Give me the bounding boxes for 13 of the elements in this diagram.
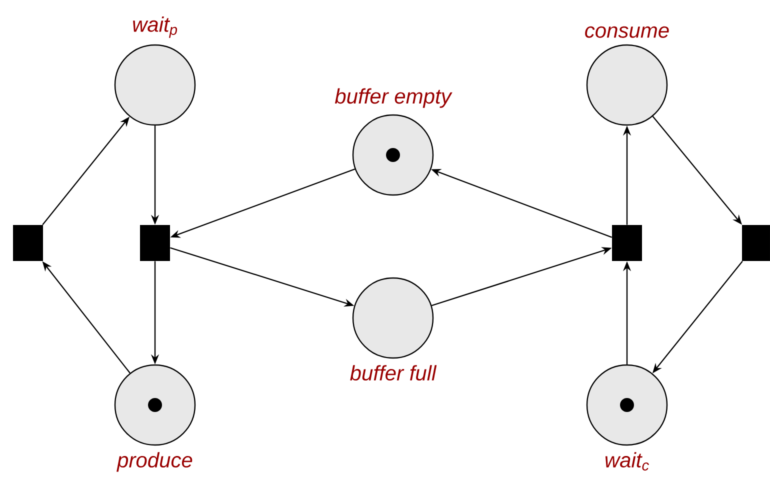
transition-bar <box>13 225 43 261</box>
place-label: produce <box>116 452 192 472</box>
transition-bar <box>612 225 642 261</box>
place-label: buffer empty <box>334 88 452 108</box>
place-label: wait$_{c}$ <box>605 452 649 471</box>
place-label: buffer full <box>350 365 437 381</box>
place-label: wait$_{p}$ <box>133 16 178 38</box>
token-dot <box>148 398 162 412</box>
token-dot <box>386 148 400 162</box>
token-dot <box>620 398 634 412</box>
transition-bar <box>742 225 770 261</box>
place-label: consume <box>585 26 669 38</box>
transition-bar <box>140 225 170 261</box>
